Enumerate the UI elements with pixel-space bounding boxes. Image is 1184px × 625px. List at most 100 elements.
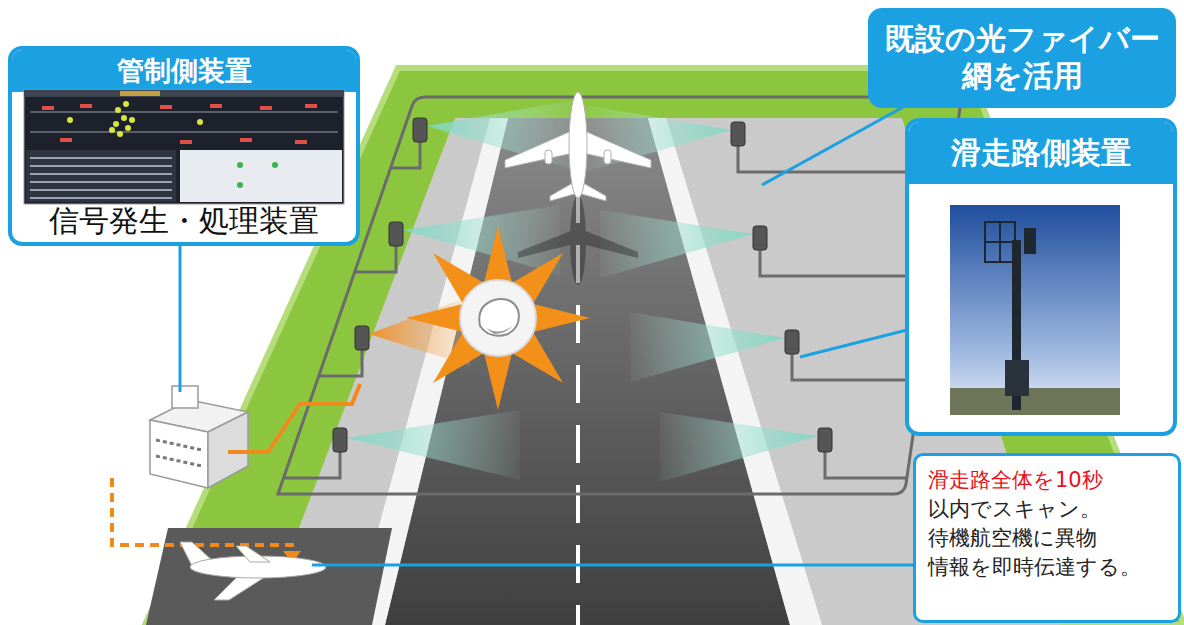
photo-cage-frame (985, 222, 1015, 262)
callout-box: 滑走路全体を10秒以内でスキャン。 待機航空機に異物 情報を即時伝達する。 (913, 453, 1181, 623)
aircraft-engine (545, 150, 552, 164)
screen-table-rows (30, 158, 172, 198)
screen-dot (115, 107, 121, 113)
box-text: 以内でスキャン。 待機航空機に異物 情報を即時伝達する。 (928, 495, 1166, 582)
scan-cone (427, 100, 575, 170)
screen-panel (180, 150, 342, 202)
landing-aircraft-shadow (518, 195, 638, 285)
runway-stripe (648, 118, 822, 625)
screen-dot (160, 105, 172, 109)
scan-cone (347, 410, 520, 480)
screen-dot (210, 104, 222, 108)
screen-table (26, 150, 176, 202)
radar-sensor (818, 428, 832, 452)
aircraft-wing (236, 546, 270, 562)
leader-line (312, 564, 913, 567)
radar-sensor (413, 118, 427, 142)
building-tower (172, 386, 198, 408)
aircraft-engine (604, 150, 611, 164)
box-text: 信号発生・処理装置 (12, 202, 356, 240)
screen-track (30, 111, 338, 113)
apron (146, 528, 392, 625)
building-front (150, 420, 208, 488)
photo-cage (985, 222, 1015, 262)
screen-dot (67, 117, 73, 123)
screen-dot (117, 131, 123, 137)
alert-burst (406, 226, 590, 410)
screen-dot (305, 104, 317, 108)
sensor-branches (284, 140, 951, 478)
screen-dot (240, 138, 252, 142)
fiber-branch (825, 450, 907, 478)
foreign-object (479, 299, 519, 336)
foreign-object-alert (406, 226, 590, 410)
leader-line (762, 106, 905, 185)
screen-row (30, 181, 172, 183)
fiber-branch (792, 352, 921, 380)
scan-cone (585, 105, 731, 172)
screen-indicator (237, 162, 243, 168)
photo-cage-bar (985, 241, 1015, 243)
screen-bar (120, 91, 160, 96)
radar-sensor (731, 122, 745, 146)
radar-sensor (753, 226, 767, 250)
radar-sensor (389, 222, 403, 246)
screen-dot (80, 104, 92, 108)
screen-row (30, 197, 172, 199)
control-building (150, 386, 248, 488)
screen-dot (129, 117, 135, 123)
screen-dot (295, 140, 307, 144)
callout-box: 滑走路側装置 (905, 118, 1177, 436)
building-window (156, 440, 202, 450)
screen-dots-yellow (67, 101, 203, 137)
photo-sensor (1024, 228, 1036, 254)
screen-dot (180, 140, 192, 144)
box-text: 既設の光ファイバー網を活用 (882, 21, 1162, 94)
screen-bar (24, 90, 344, 97)
callout-box: 既設の光ファイバー網を活用 (868, 8, 1176, 108)
screen-dot (123, 101, 129, 107)
screen-row (30, 189, 172, 191)
screen-indicator (237, 182, 243, 188)
scan-cone (630, 312, 785, 382)
waiting-aircraft (180, 542, 326, 600)
aircraft-shadow (518, 228, 638, 258)
landing-aircraft (505, 92, 651, 201)
screen-dot (125, 125, 131, 131)
photo-cabinet (1005, 360, 1029, 396)
foreign-object-shade (486, 326, 512, 334)
alert-circle (460, 280, 536, 356)
fiber-branch (284, 450, 340, 478)
photo-cage-bar (999, 222, 1001, 262)
fiber-branch (391, 140, 420, 168)
leader-line (800, 330, 907, 357)
box-text: 滑走路全体を10秒 (928, 466, 1166, 495)
fiber-loop (278, 97, 960, 494)
signal-line (228, 384, 360, 452)
screen-indicator (272, 162, 278, 168)
radar-sensor (785, 330, 799, 354)
screen-track (30, 131, 338, 133)
aircraft-fuselage (569, 92, 587, 198)
screen-dots-red (42, 104, 317, 144)
photo-sky (950, 205, 1120, 415)
screen-dot (42, 106, 54, 110)
scan-cone (600, 210, 753, 278)
sensor-photo (950, 205, 1120, 415)
fiber-branch (355, 244, 396, 272)
building-window (156, 456, 202, 466)
screen-row (30, 157, 172, 159)
screen-dot (260, 106, 272, 110)
alert-link (112, 478, 292, 552)
screen-dot (197, 119, 203, 125)
screen-dot (121, 115, 127, 121)
callout-box: 管制側装置信号発生・処理装置 (8, 46, 360, 246)
screen-dot (113, 121, 119, 127)
leader-line (179, 246, 182, 392)
screen-dot (60, 138, 72, 142)
screen-dot (109, 127, 115, 133)
scan-cone (403, 205, 560, 275)
scan-cone (660, 412, 818, 482)
